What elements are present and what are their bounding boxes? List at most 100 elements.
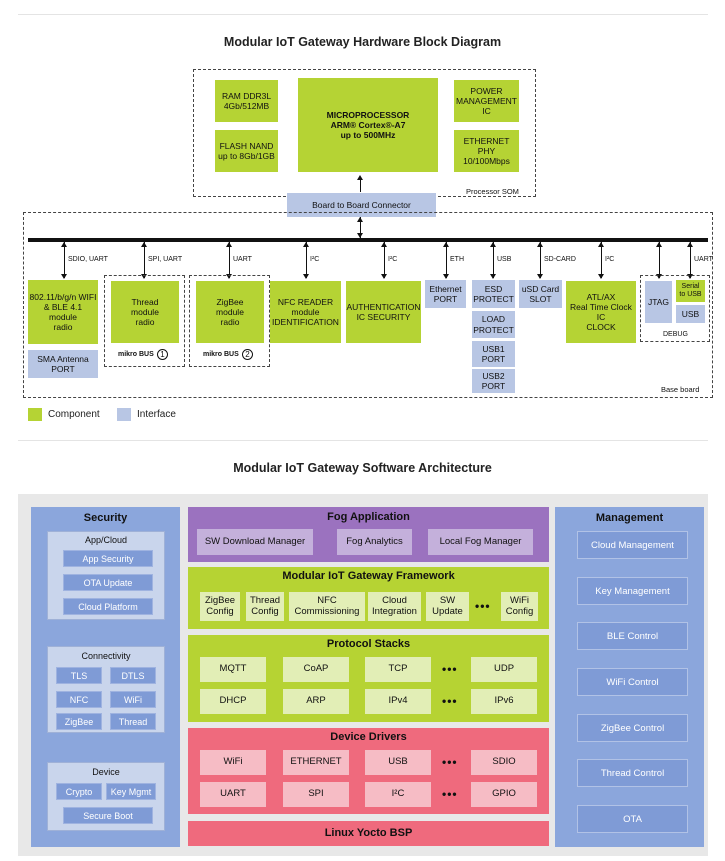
nfc-commissioning-button: NFC Commissioning <box>289 592 365 621</box>
arrow-down-icon <box>381 274 387 279</box>
real-time-clock-block: ATL/AX Real Time Clock IC CLOCK <box>566 281 636 343</box>
arrow-down-icon <box>490 274 496 279</box>
ethernet-phy-block: ETHERNET PHY 10/100Mbps <box>454 130 519 172</box>
arrow-down-icon <box>303 274 309 279</box>
ota-button: OTA <box>577 805 688 833</box>
usb-driver-button: USB <box>365 750 431 775</box>
app-security-button: App Security <box>63 550 153 567</box>
bus-interface-label: SD-CARD <box>544 256 576 263</box>
wifi-control-button: WiFi Control <box>577 668 688 696</box>
linux-bsp-layer: Linux Yocto BSP <box>188 821 549 846</box>
arrow-down-icon <box>226 274 232 279</box>
cloud-platform-button: Cloud Platform <box>63 598 153 615</box>
bus-connection-line <box>64 242 65 278</box>
arrow-up-icon <box>443 242 449 247</box>
component-legend-swatch <box>28 408 42 421</box>
management-title: Management <box>595 512 664 524</box>
thread-button: Thread <box>110 713 156 730</box>
arrow-up-icon <box>687 242 693 247</box>
crypto-button: Crypto <box>56 783 102 800</box>
arrow-up-icon <box>537 242 543 247</box>
bus-interface-label: ETH <box>450 256 464 263</box>
zigbee-config-button: ZigBee Config <box>200 592 240 621</box>
sw-download-manager-button: SW Download Manager <box>197 529 313 555</box>
debug-label: DEBUG <box>663 331 688 338</box>
wifi-button: WiFi <box>110 691 156 708</box>
board-connector-block: Board to Board Connector <box>287 193 436 217</box>
ipv4-button: IPv4 <box>365 689 431 714</box>
device-drivers-layer: Device Drivers WiFi ETHERNET USB ••• SDI… <box>188 728 549 814</box>
arrow-up-icon <box>357 217 363 222</box>
serial-to-usb-block: Serial to USB <box>676 280 705 302</box>
more-dots: ••• <box>442 755 458 769</box>
arrow-down-icon <box>537 274 543 279</box>
bus-connection-line <box>446 242 447 278</box>
fog-application-title: Fog Application <box>327 511 410 523</box>
bus-connection-line <box>540 242 541 278</box>
thread-control-button: Thread Control <box>577 759 688 787</box>
fog-application-layer: Fog Application SW Download Manager Fog … <box>188 507 549 562</box>
bus-interface-label: I²C <box>310 256 320 263</box>
esd-protect-block: ESD PROTECT <box>472 280 515 308</box>
thread-module-block: Thread module radio <box>111 281 179 343</box>
tls-button: TLS <box>56 667 102 684</box>
spi-driver-button: SPI <box>283 782 349 807</box>
nfc-reader-block: NFC READER module IDENTIFICATION <box>270 281 341 343</box>
arrow-down-icon <box>61 274 67 279</box>
bus-connection-line <box>306 242 307 278</box>
ethernet-driver-button: ETHERNET <box>283 750 349 775</box>
ethernet-port-block: Ethernet PORT <box>425 280 466 308</box>
zigbee-module-block: ZigBee module radio <box>196 281 264 343</box>
bus-interface-label: SDIO, UART <box>68 256 108 263</box>
authentication-ic-block: AUTHENTICATION IC SECURITY <box>346 281 421 343</box>
key-mgmt-button: Key Mgmt <box>106 783 156 800</box>
arrow-down-icon <box>656 274 662 279</box>
bus-connection-line <box>493 242 494 278</box>
device-title: Device <box>92 767 120 777</box>
arrow-down-icon <box>141 274 147 279</box>
secure-boot-button: Secure Boot <box>63 807 153 824</box>
arrow-up-icon <box>381 242 387 247</box>
mikrobus-1-box <box>104 275 185 367</box>
base-board-label: Base board <box>661 385 700 394</box>
component-legend-label: Component <box>48 409 100 420</box>
tcp-button: TCP <box>365 657 431 682</box>
wifi-config-button: WiFi Config <box>501 592 538 621</box>
arrow-down-icon <box>687 274 693 279</box>
interface-legend-label: Interface <box>137 409 176 420</box>
arrow-up-icon <box>490 242 496 247</box>
fog-analytics-button: Fog Analytics <box>337 529 412 555</box>
arrow-down-icon <box>357 233 363 238</box>
framework-title: Modular IoT Gateway Framework <box>282 570 455 582</box>
arrow-up-icon <box>226 242 232 247</box>
cloud-integration-button: Cloud Integration <box>368 592 421 621</box>
zigbee-button: ZigBee <box>56 713 102 730</box>
arp-button: ARP <box>283 689 349 714</box>
dhcp-button: DHCP <box>200 689 266 714</box>
mikrobus-logo: mikro BUS <box>203 351 239 358</box>
arrow-up-icon <box>357 175 363 180</box>
debug-box <box>640 275 710 342</box>
bus-interface-label: UART <box>694 256 713 263</box>
gpio-driver-button: GPIO <box>471 782 537 807</box>
zigbee-control-button: ZigBee Control <box>577 714 688 742</box>
ble-control-button: BLE Control <box>577 622 688 650</box>
flash-block: FLASH NAND up to 8Gb/1GB <box>215 130 278 172</box>
mikrobus-number: 2 <box>242 349 253 360</box>
bus-connection-line <box>690 242 691 278</box>
usd-card-slot-block: uSD Card SLOT <box>519 280 562 308</box>
bus-connection-line <box>229 242 230 278</box>
usb-debug-block: USB <box>676 305 705 323</box>
bus-connection-line <box>144 242 145 278</box>
sma-antenna-port-block: SMA Antenna PORT <box>28 350 98 378</box>
hw-title: Modular IoT Gateway Hardware Block Diagr… <box>223 35 502 49</box>
thread-config-button: Thread Config <box>246 592 284 621</box>
mqtt-button: MQTT <box>200 657 266 682</box>
arrow-up-icon <box>303 242 309 247</box>
power-management-block: POWER MANAGEMENT IC <box>454 80 519 122</box>
framework-layer: Modular IoT Gateway Framework ZigBee Con… <box>188 567 549 629</box>
more-dots: ••• <box>442 662 458 676</box>
base-board-box <box>23 212 713 398</box>
arrow-up-icon <box>656 242 662 247</box>
more-dots: ••• <box>442 694 458 708</box>
